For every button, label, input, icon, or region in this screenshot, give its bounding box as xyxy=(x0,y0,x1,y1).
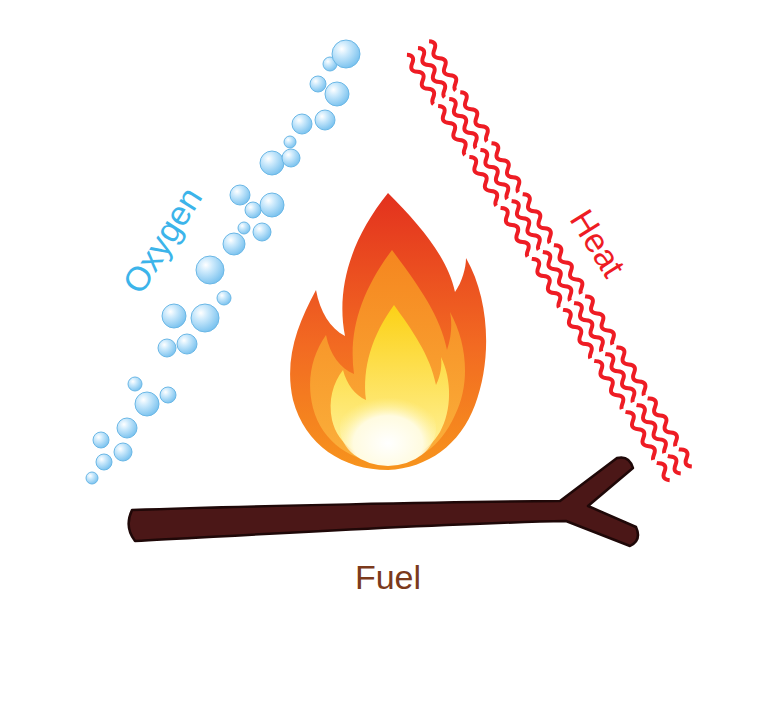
bubble xyxy=(315,110,335,130)
bubble xyxy=(217,291,231,305)
bubble xyxy=(230,185,250,205)
flame-core xyxy=(340,390,436,466)
bubble xyxy=(310,76,326,92)
bubble xyxy=(128,377,142,391)
bubble xyxy=(284,136,296,148)
bubble xyxy=(160,387,176,403)
bubble xyxy=(332,40,360,68)
flame xyxy=(290,193,486,470)
bubble xyxy=(96,454,112,470)
bubble xyxy=(238,222,250,234)
bubble xyxy=(114,443,132,461)
bubble xyxy=(325,82,349,106)
bubble xyxy=(117,418,137,438)
bubble xyxy=(135,392,159,416)
part-label: Fuel xyxy=(355,560,421,594)
bubble xyxy=(86,472,98,484)
bubble xyxy=(282,149,300,167)
bubble xyxy=(253,223,271,241)
bubble xyxy=(191,304,219,332)
bubble xyxy=(223,233,245,255)
bubble xyxy=(93,432,109,448)
bubble xyxy=(177,334,197,354)
bubble xyxy=(158,339,176,357)
bubble xyxy=(292,114,312,134)
flame-outer xyxy=(290,193,486,470)
bubble xyxy=(162,304,186,328)
bubble xyxy=(196,256,224,284)
part-label: Heat xyxy=(565,204,632,283)
bubble xyxy=(245,202,261,218)
fuel-stick xyxy=(129,457,638,546)
bubble xyxy=(260,151,284,175)
part-label: Oxygen xyxy=(117,181,208,298)
bubble xyxy=(260,193,284,217)
